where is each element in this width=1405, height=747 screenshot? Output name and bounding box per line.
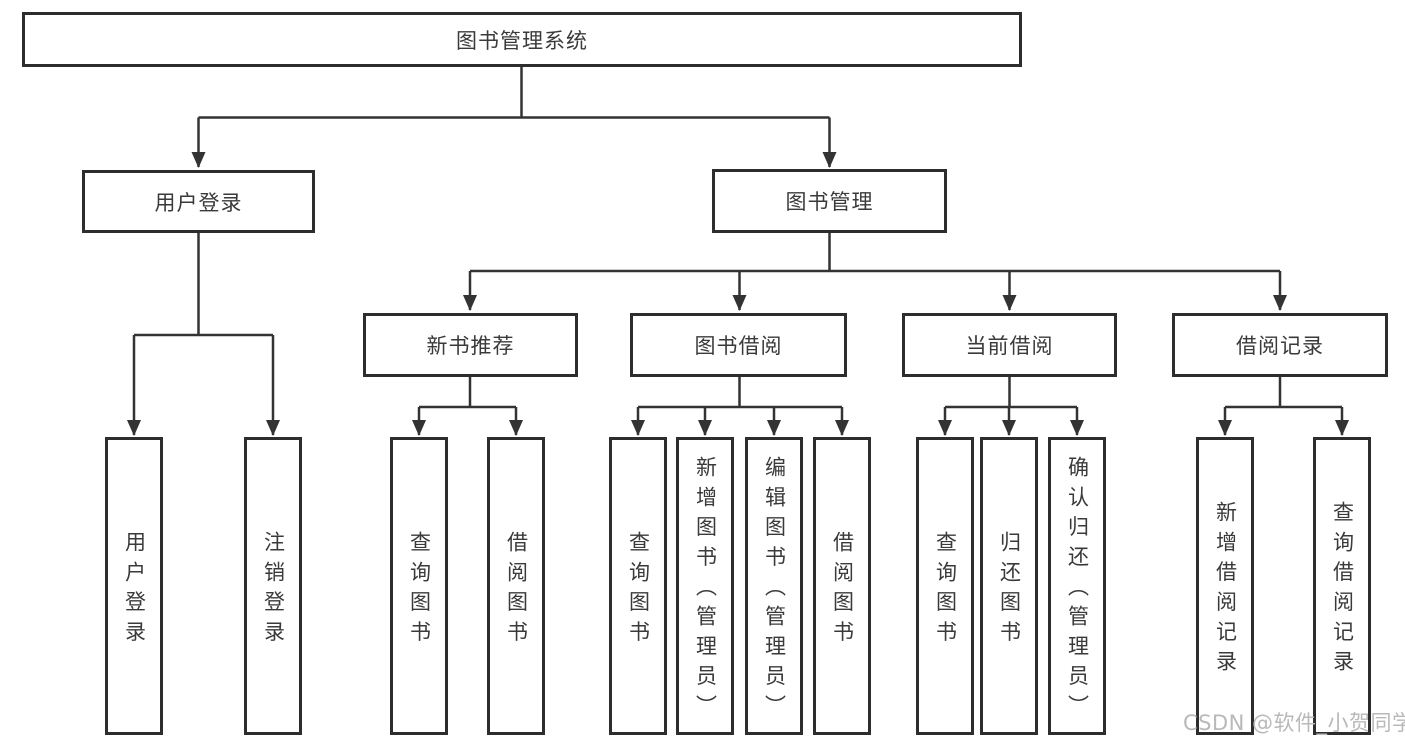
leaf-borrow-books-recommend: 借阅图书 — [487, 437, 545, 735]
leaf-add-book-admin: 新增图书（管理员） — [676, 437, 734, 735]
leaf-return-book: 归还图书 — [980, 437, 1038, 735]
leaf-query-borrow-record: 查询借阅记录 — [1313, 437, 1371, 735]
node-borrow-records: 借阅记录 — [1172, 313, 1388, 377]
leaf-query-books-borrow: 查询图书 — [609, 437, 667, 735]
node-root-system: 图书管理系统 — [22, 12, 1022, 67]
node-book-borrow: 图书借阅 — [630, 313, 847, 377]
csdn-watermark: CSDN @软件_小贺同学 — [1183, 711, 1405, 735]
node-new-book-recommend: 新书推荐 — [363, 313, 578, 377]
leaf-confirm-return-admin: 确认归还（管理员） — [1048, 437, 1106, 735]
leaf-query-books-recommend: 查询图书 — [390, 437, 448, 735]
node-book-management: 图书管理 — [712, 169, 947, 233]
leaf-query-books-current: 查询图书 — [916, 437, 974, 735]
leaf-logout: 注销登录 — [244, 437, 302, 735]
leaf-user-login: 用户登录 — [105, 437, 163, 735]
leaf-borrow-book: 借阅图书 — [813, 437, 871, 735]
node-user-login: 用户登录 — [82, 170, 315, 233]
leaf-edit-book-admin: 编辑图书（管理员） — [745, 437, 803, 735]
leaf-add-borrow-record: 新增借阅记录 — [1196, 437, 1254, 735]
node-current-borrow: 当前借阅 — [902, 313, 1117, 377]
